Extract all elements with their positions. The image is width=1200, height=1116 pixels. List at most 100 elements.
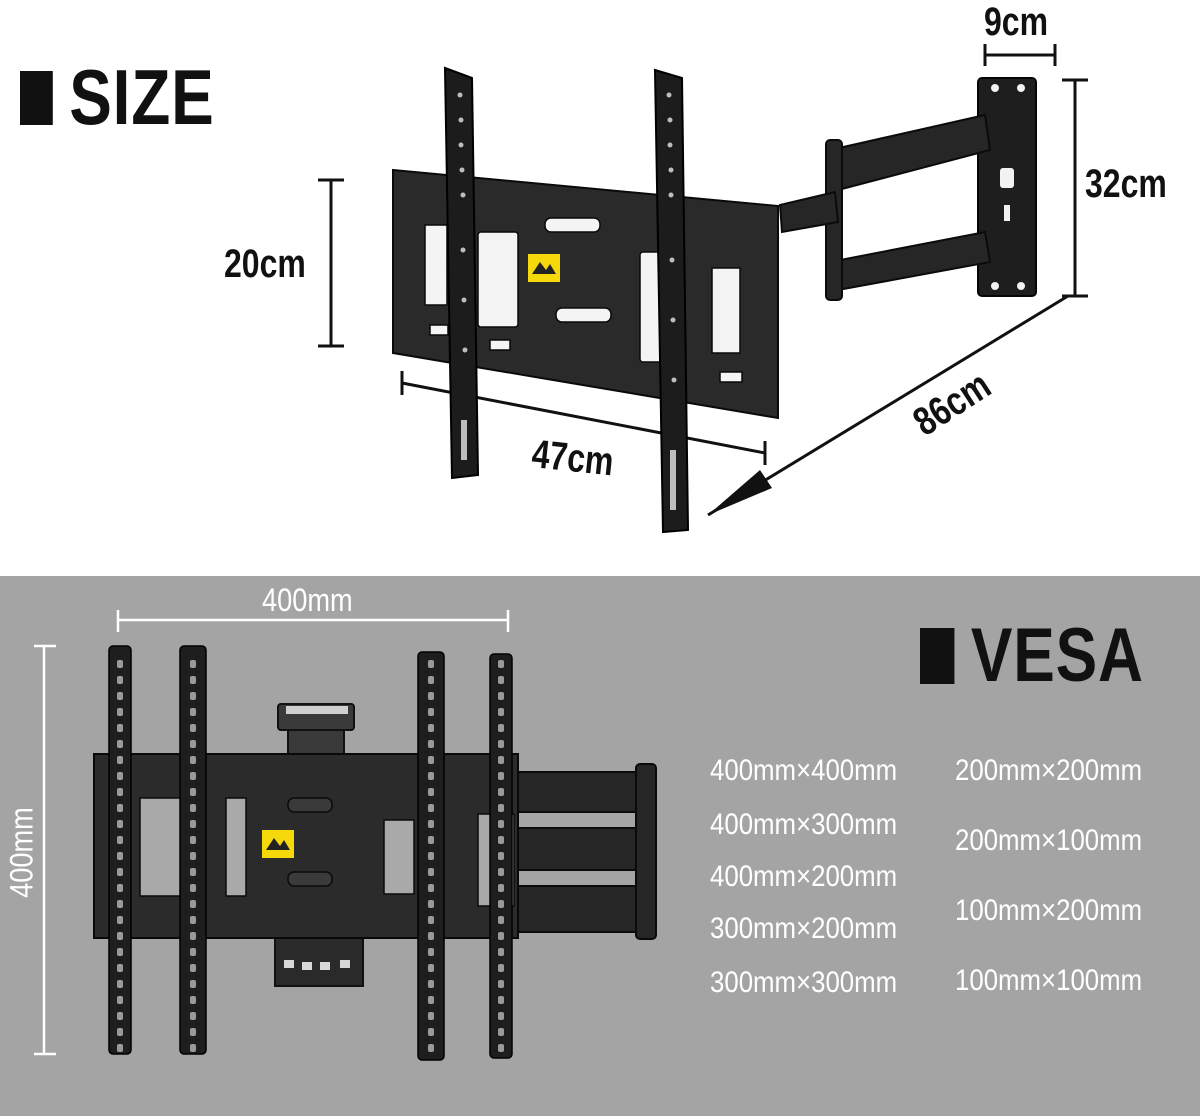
rail-hole — [117, 660, 123, 668]
rail-hole — [498, 692, 504, 700]
rail-hole — [498, 740, 504, 748]
rail-hole — [428, 724, 434, 732]
rail-hole — [117, 820, 123, 828]
rail-hole — [190, 868, 196, 876]
rail-hole — [117, 676, 123, 684]
rail-hole — [428, 916, 434, 924]
rail-hole — [190, 900, 196, 908]
rail-hole — [498, 900, 504, 908]
rail-hole — [428, 1028, 434, 1036]
rail-hole — [190, 1028, 196, 1036]
dim-width-bottom: 47cm — [529, 432, 616, 485]
rail-hole — [190, 884, 196, 892]
mountain-logo-icon — [528, 254, 560, 282]
rail-hole — [428, 836, 434, 844]
rail-hole — [498, 820, 504, 828]
vertical-rail — [443, 66, 690, 534]
rail-hole — [428, 756, 434, 764]
rail-hole — [190, 964, 196, 972]
rail-hole — [428, 980, 434, 988]
rail-hole — [498, 660, 504, 668]
vesa-pattern-item: 400mm×200mm — [710, 860, 898, 893]
rail-hole — [498, 676, 504, 684]
rail-hole — [498, 996, 504, 1004]
rail-hole — [498, 788, 504, 796]
vesa-dim-horizontal: 400mm — [262, 582, 353, 618]
rail-hole — [428, 676, 434, 684]
size-heading: SIZE — [20, 52, 215, 143]
rail-hole — [428, 1012, 434, 1020]
rail-hole — [117, 932, 123, 940]
rail-hole — [190, 820, 196, 828]
rail-hole — [498, 1028, 504, 1036]
rail-hole — [117, 996, 123, 1004]
rail-hole — [190, 772, 196, 780]
rail-hole — [190, 676, 196, 684]
rail-hole — [498, 804, 504, 812]
rail-hole — [498, 708, 504, 716]
rail-hole — [498, 756, 504, 764]
rail-hole — [190, 916, 196, 924]
rail-hole — [498, 1012, 504, 1020]
rail-hole — [428, 820, 434, 828]
rail-hole — [117, 692, 123, 700]
vesa-section: 400mm 400mm VESA 400mm×400mm 400mm×300mm… — [0, 576, 1200, 1116]
rail-hole — [428, 884, 434, 892]
rail-hole — [190, 996, 196, 1004]
rail-hole — [190, 980, 196, 988]
vesa-heading-text: VESA — [970, 613, 1144, 698]
rail-hole — [117, 868, 123, 876]
vesa-pattern-item: 200mm×100mm — [955, 824, 1143, 857]
rail-holes — [117, 660, 504, 1052]
rail-hole — [428, 772, 434, 780]
vesa-pattern-item: 400mm×300mm — [710, 808, 898, 841]
vesa-pattern-item: 200mm×200mm — [955, 754, 1143, 787]
rail-hole — [428, 708, 434, 716]
rail-hole — [190, 724, 196, 732]
rail-hole — [117, 948, 123, 956]
vesa-pattern-item: 100mm×100mm — [955, 964, 1143, 997]
rail-hole — [117, 1012, 123, 1020]
size-diagram — [318, 44, 1088, 534]
rail-hole — [117, 788, 123, 796]
rail-hole — [190, 756, 196, 764]
rail-hole — [498, 868, 504, 876]
rail-hole — [428, 788, 434, 796]
rail-hole — [117, 852, 123, 860]
rail-hole — [117, 708, 123, 716]
rail-hole — [498, 980, 504, 988]
rail-hole — [190, 1044, 196, 1052]
rail-hole — [498, 884, 504, 892]
rail-hole — [117, 964, 123, 972]
size-section: SIZE 9cm 32cm 20cm 47cm 86cm — [20, 0, 1167, 534]
rail-hole — [428, 996, 434, 1004]
vesa-heading: VESA — [920, 612, 1144, 699]
rail-hole — [428, 932, 434, 940]
vesa-diagram — [34, 610, 657, 1061]
rail-hole — [117, 804, 123, 812]
rail-hole — [117, 1028, 123, 1036]
rail-hole — [498, 1044, 504, 1052]
rail-hole — [117, 980, 123, 988]
rail-hole — [117, 836, 123, 844]
rail-hole — [428, 964, 434, 972]
rail-hole — [428, 868, 434, 876]
rail-hole — [428, 1044, 434, 1052]
rail-hole — [190, 708, 196, 716]
vesa-dim-vertical: 400mm — [3, 807, 40, 898]
rail-hole — [117, 756, 123, 764]
rail-hole — [190, 852, 196, 860]
rail-hole — [117, 740, 123, 748]
vesa-mountain-logo-icon — [262, 830, 294, 858]
rail-hole — [190, 948, 196, 956]
rail-hole — [117, 900, 123, 908]
rail-hole — [498, 964, 504, 972]
dim-height-left: 20cm — [224, 242, 306, 286]
rail-hole — [190, 836, 196, 844]
rail-hole — [117, 724, 123, 732]
rail-hole — [498, 932, 504, 940]
vesa-pattern-item: 400mm×400mm — [710, 754, 898, 787]
rail-hole — [498, 916, 504, 924]
rail-hole — [117, 916, 123, 924]
